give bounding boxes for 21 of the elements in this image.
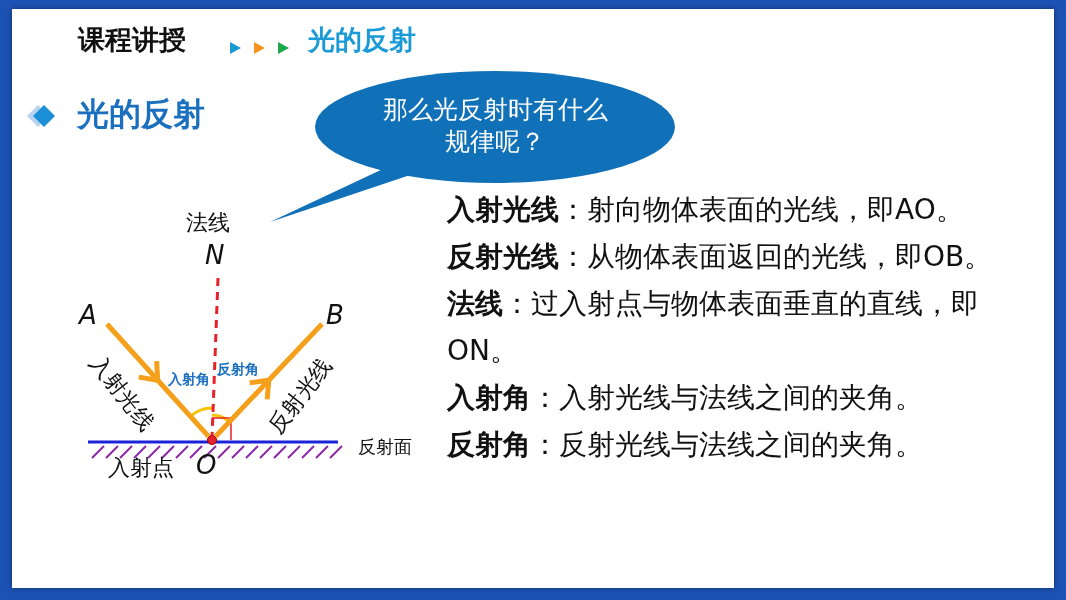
point-label: A bbox=[79, 300, 97, 330]
bubble-text: 那么光反射时有什么规律呢？ bbox=[381, 94, 609, 158]
point-label: N bbox=[205, 240, 225, 270]
normal-line-label: 法线 bbox=[186, 210, 230, 236]
ray-label: 入射光线 bbox=[84, 350, 160, 436]
point-label: O bbox=[196, 451, 217, 481]
angle-label: 反射角 bbox=[217, 361, 259, 378]
section-heading: 光的反射 bbox=[77, 96, 205, 133]
definition-text: 反射光线：从物体表面返回的光线，即OB。 bbox=[447, 239, 994, 275]
definition-text: 反射角：反射光线与法线之间的夹角。 bbox=[447, 427, 924, 463]
header-title: 课程讲授 bbox=[78, 24, 186, 56]
point-label: B bbox=[326, 300, 344, 330]
definition-text: 入射光线：射向物体表面的光线，即AO。 bbox=[447, 192, 965, 228]
header-topic: 光的反射 bbox=[308, 24, 416, 56]
ray-label: 反射光线 bbox=[262, 353, 338, 439]
angle-label: 入射角 bbox=[168, 371, 210, 388]
point-name: 入射点 bbox=[108, 455, 174, 481]
incidence-point-dot bbox=[207, 435, 217, 445]
definition-text: 入射角：入射光线与法线之间的夹角。 bbox=[447, 380, 924, 416]
definition-text: 法线：过入射点与物体表面垂直的直线，即ON。 bbox=[447, 286, 980, 369]
surface-label: 反射面 bbox=[358, 437, 412, 458]
